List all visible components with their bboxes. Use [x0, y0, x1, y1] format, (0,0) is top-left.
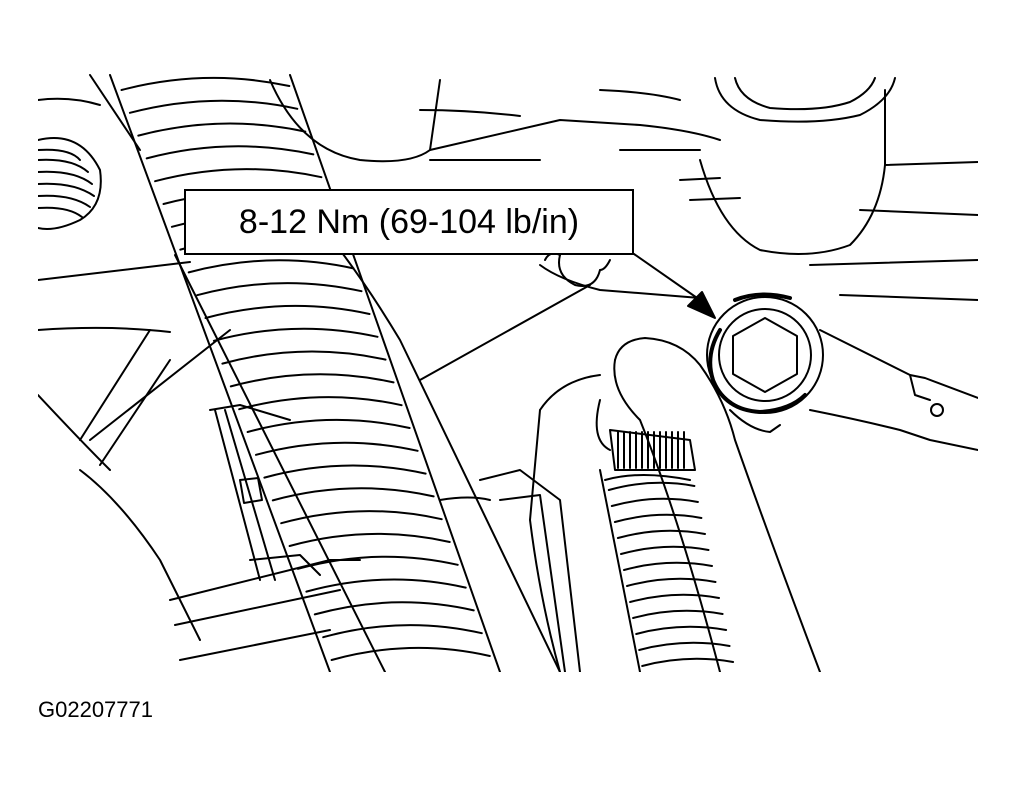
hose-rib	[290, 534, 450, 546]
hose-rib	[615, 515, 702, 522]
hose-rib	[197, 283, 361, 295]
hose-rib	[231, 374, 394, 386]
corrugated-hose-right	[530, 338, 820, 672]
corrugated-hose-left	[110, 75, 560, 672]
torque-rotation-arrow	[710, 294, 805, 412]
hose-rib	[138, 124, 305, 136]
hose-rib	[627, 579, 716, 586]
hose-rib	[248, 420, 410, 432]
background-structure	[38, 75, 978, 672]
hose-rib	[332, 648, 490, 660]
hose-rib	[612, 499, 698, 506]
hose-rib	[264, 466, 425, 478]
hose-rib	[189, 260, 354, 272]
hose-rib	[155, 169, 321, 181]
hose-rib	[306, 580, 465, 592]
hose-rib	[642, 659, 733, 666]
hose-rib	[618, 531, 705, 538]
torque-callout-box: 8-12 Nm (69-104 lb/in)	[184, 189, 634, 255]
hose-rib	[315, 602, 474, 614]
hose-rib	[639, 643, 729, 650]
hose-rib	[122, 78, 290, 90]
hose-rib	[624, 563, 712, 570]
hose-rib	[323, 625, 482, 637]
hose-rib	[630, 595, 719, 602]
hose-rib	[147, 146, 314, 158]
threaded-bore	[38, 138, 101, 229]
figure-id-label: G02207771	[38, 697, 153, 722]
hose-rib	[273, 488, 434, 500]
hose-rib	[206, 306, 370, 318]
hose-rib	[239, 397, 401, 409]
hose-rib	[214, 329, 378, 341]
bracket-arm	[730, 330, 978, 450]
callout-leader-arrow	[634, 254, 715, 318]
hose-rib	[222, 352, 385, 364]
hose-rib	[609, 483, 695, 490]
hose-rib	[633, 611, 723, 618]
hose-rib	[256, 443, 418, 455]
hose-rib	[281, 511, 442, 523]
hose-rib	[130, 101, 297, 113]
hose-rib	[298, 557, 458, 569]
hose-rib	[636, 627, 726, 634]
hose-rib	[621, 547, 709, 554]
torque-callout-label: 8-12 Nm (69-104 lb/in)	[238, 202, 580, 241]
